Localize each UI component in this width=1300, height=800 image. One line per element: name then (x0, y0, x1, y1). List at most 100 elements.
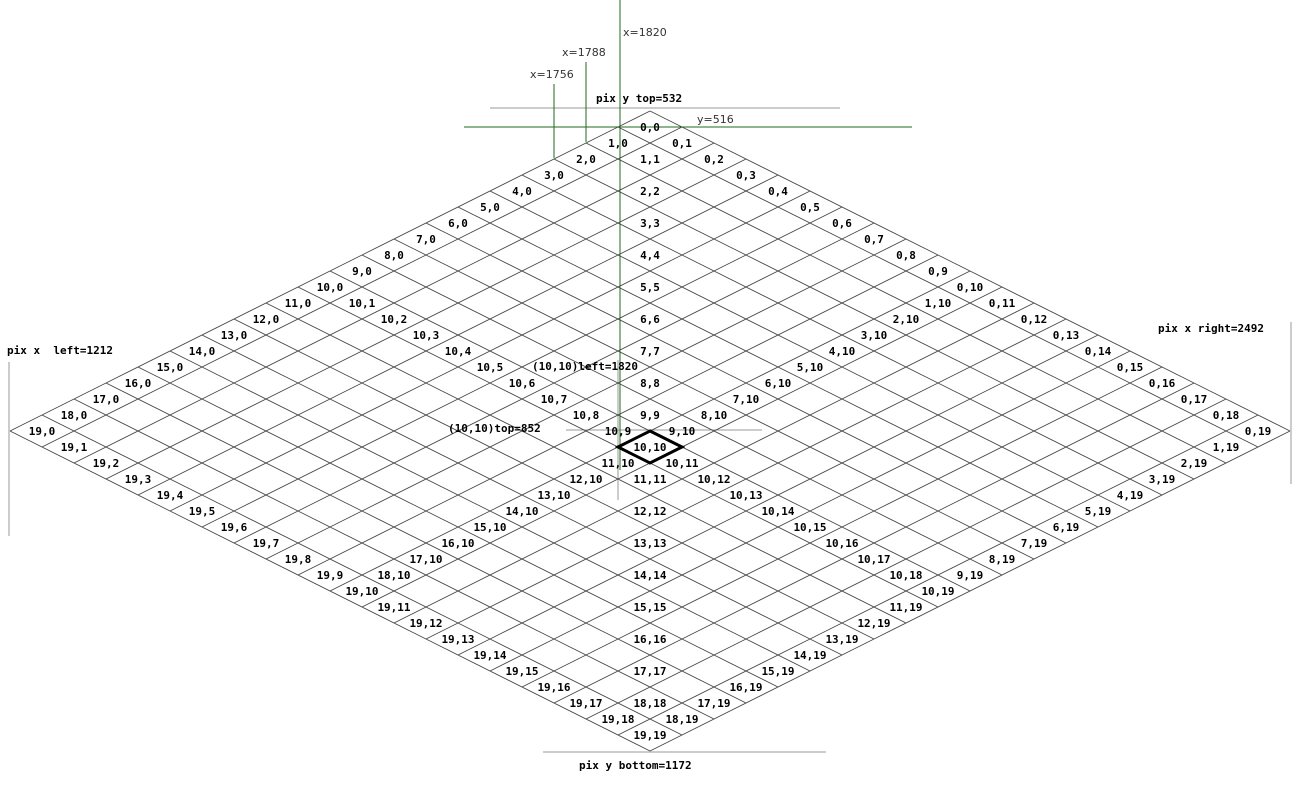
cell-label: 18,0 (61, 409, 88, 422)
cell-label: 12,0 (253, 313, 280, 326)
cell-label: 12,10 (569, 473, 602, 486)
cell-label: 18,10 (377, 569, 410, 582)
cell-label: 18,19 (665, 713, 698, 726)
cell-label: 10,6 (509, 377, 536, 390)
grid-col-line (585, 398, 1227, 720)
cell-label: 9,0 (352, 265, 372, 278)
cell-label: 16,16 (633, 633, 666, 646)
cell-label: 11,10 (601, 457, 634, 470)
grid-col-line (41, 126, 683, 448)
cell-label: 15,15 (633, 601, 666, 614)
cell-label: 10,9 (605, 425, 632, 438)
cell-label: 14,14 (633, 569, 666, 582)
cell-label: 15,10 (473, 521, 506, 534)
cell-label: 13,19 (825, 633, 858, 646)
cell-label: 3,10 (861, 329, 888, 342)
cell-label: 19,9 (317, 569, 344, 582)
cell-label: 0,7 (864, 233, 884, 246)
cell-label: 11,19 (889, 601, 922, 614)
grid-col-line (233, 222, 875, 544)
cell-label: 4,4 (640, 249, 660, 262)
cell-label: 0,18 (1213, 409, 1240, 422)
grid-col-line (137, 174, 779, 496)
cell-label: 0,16 (1149, 377, 1176, 390)
cell-label: 19,2 (93, 457, 120, 470)
cell-label: 9,19 (957, 569, 984, 582)
y-516-label: y=516 (697, 113, 734, 126)
cell-label: 10,0 (317, 281, 344, 294)
cell-label: 10,8 (573, 409, 600, 422)
cell-label: 0,5 (800, 201, 820, 214)
cell-label: 1,0 (608, 137, 628, 150)
cell-label: 13,0 (221, 329, 248, 342)
cell-label: 0,4 (768, 185, 788, 198)
cell-label: 17,10 (409, 553, 442, 566)
grid-col-line (489, 350, 1131, 672)
cell-left-label: (10,10)left=1820 (532, 360, 638, 373)
cell-label: 9,10 (669, 425, 696, 438)
cell-label: 18,18 (633, 697, 666, 710)
cell-label: 10,10 (633, 441, 666, 454)
cell-label: 11,0 (285, 297, 312, 310)
cell-label: 17,19 (697, 697, 730, 710)
cell-label: 0,0 (640, 121, 660, 134)
x-1820-label: x=1820 (623, 26, 667, 39)
grid-col-line (617, 414, 1259, 736)
cell-label: 6,0 (448, 217, 468, 230)
cell-label: 0,12 (1021, 313, 1048, 326)
cell-label: 14,19 (793, 649, 826, 662)
cell-label: 8,10 (701, 409, 728, 422)
cell-label: 5,5 (640, 281, 660, 294)
cell-label: 6,6 (640, 313, 660, 326)
cell-label: 9,9 (640, 409, 660, 422)
cell-label: 10,19 (921, 585, 954, 598)
cell-label: 10,1 (349, 297, 376, 310)
cell-label: 19,0 (29, 425, 56, 438)
cell-label: 3,0 (544, 169, 564, 182)
grid-col-line (9, 110, 651, 432)
pix-y-top-label: pix y top=532 (596, 92, 682, 105)
cell-label: 10,7 (541, 393, 568, 406)
cell-label: 7,10 (733, 393, 760, 406)
x-1756-label: x=1756 (530, 68, 574, 81)
cell-label: 19,7 (253, 537, 280, 550)
cell-label: 19,18 (601, 713, 634, 726)
cell-label: 17,17 (633, 665, 666, 678)
cell-label: 2,10 (893, 313, 920, 326)
cell-label: 19,5 (189, 505, 216, 518)
cell-label: 0,17 (1181, 393, 1208, 406)
cell-label: 17,0 (93, 393, 120, 406)
cell-label: 10,13 (729, 489, 762, 502)
cell-label: 2,0 (576, 153, 596, 166)
cell-label: 10,12 (697, 473, 730, 486)
cell-label: 19,12 (409, 617, 442, 630)
cell-label: 2,19 (1181, 457, 1208, 470)
grid-col-line (553, 382, 1195, 704)
cell-label: 12,12 (633, 505, 666, 518)
cell-label: 19,11 (377, 601, 410, 614)
annotations: pix y top=532 pix y bottom=1172 pix x le… (7, 26, 1264, 772)
cell-label: 19,1 (61, 441, 88, 454)
cell-label: 4,10 (829, 345, 856, 358)
grid-col-line (169, 190, 811, 512)
grid-col-line (73, 142, 715, 464)
cell-label: 10,5 (477, 361, 504, 374)
cell-label: 0,11 (989, 297, 1016, 310)
cell-label: 19,8 (285, 553, 312, 566)
grid-col-line (457, 334, 1099, 656)
cell-label: 0,8 (896, 249, 916, 262)
cell-label: 10,18 (889, 569, 922, 582)
cell-label: 5,0 (480, 201, 500, 214)
highlighted-cell-outline (614, 429, 686, 465)
cell-label: 10,17 (857, 553, 890, 566)
cell-label: 19,6 (221, 521, 248, 534)
cell-label: 10,11 (665, 457, 698, 470)
cell-label: 16,10 (441, 537, 474, 550)
cell-label: 12,19 (857, 617, 890, 630)
cell-label: 15,0 (157, 361, 184, 374)
cell-label: 10,3 (413, 329, 440, 342)
grid-col-line (393, 302, 1035, 624)
x-1788-label: x=1788 (562, 46, 606, 59)
cell-top-label: (10,10)top=852 (448, 422, 541, 435)
